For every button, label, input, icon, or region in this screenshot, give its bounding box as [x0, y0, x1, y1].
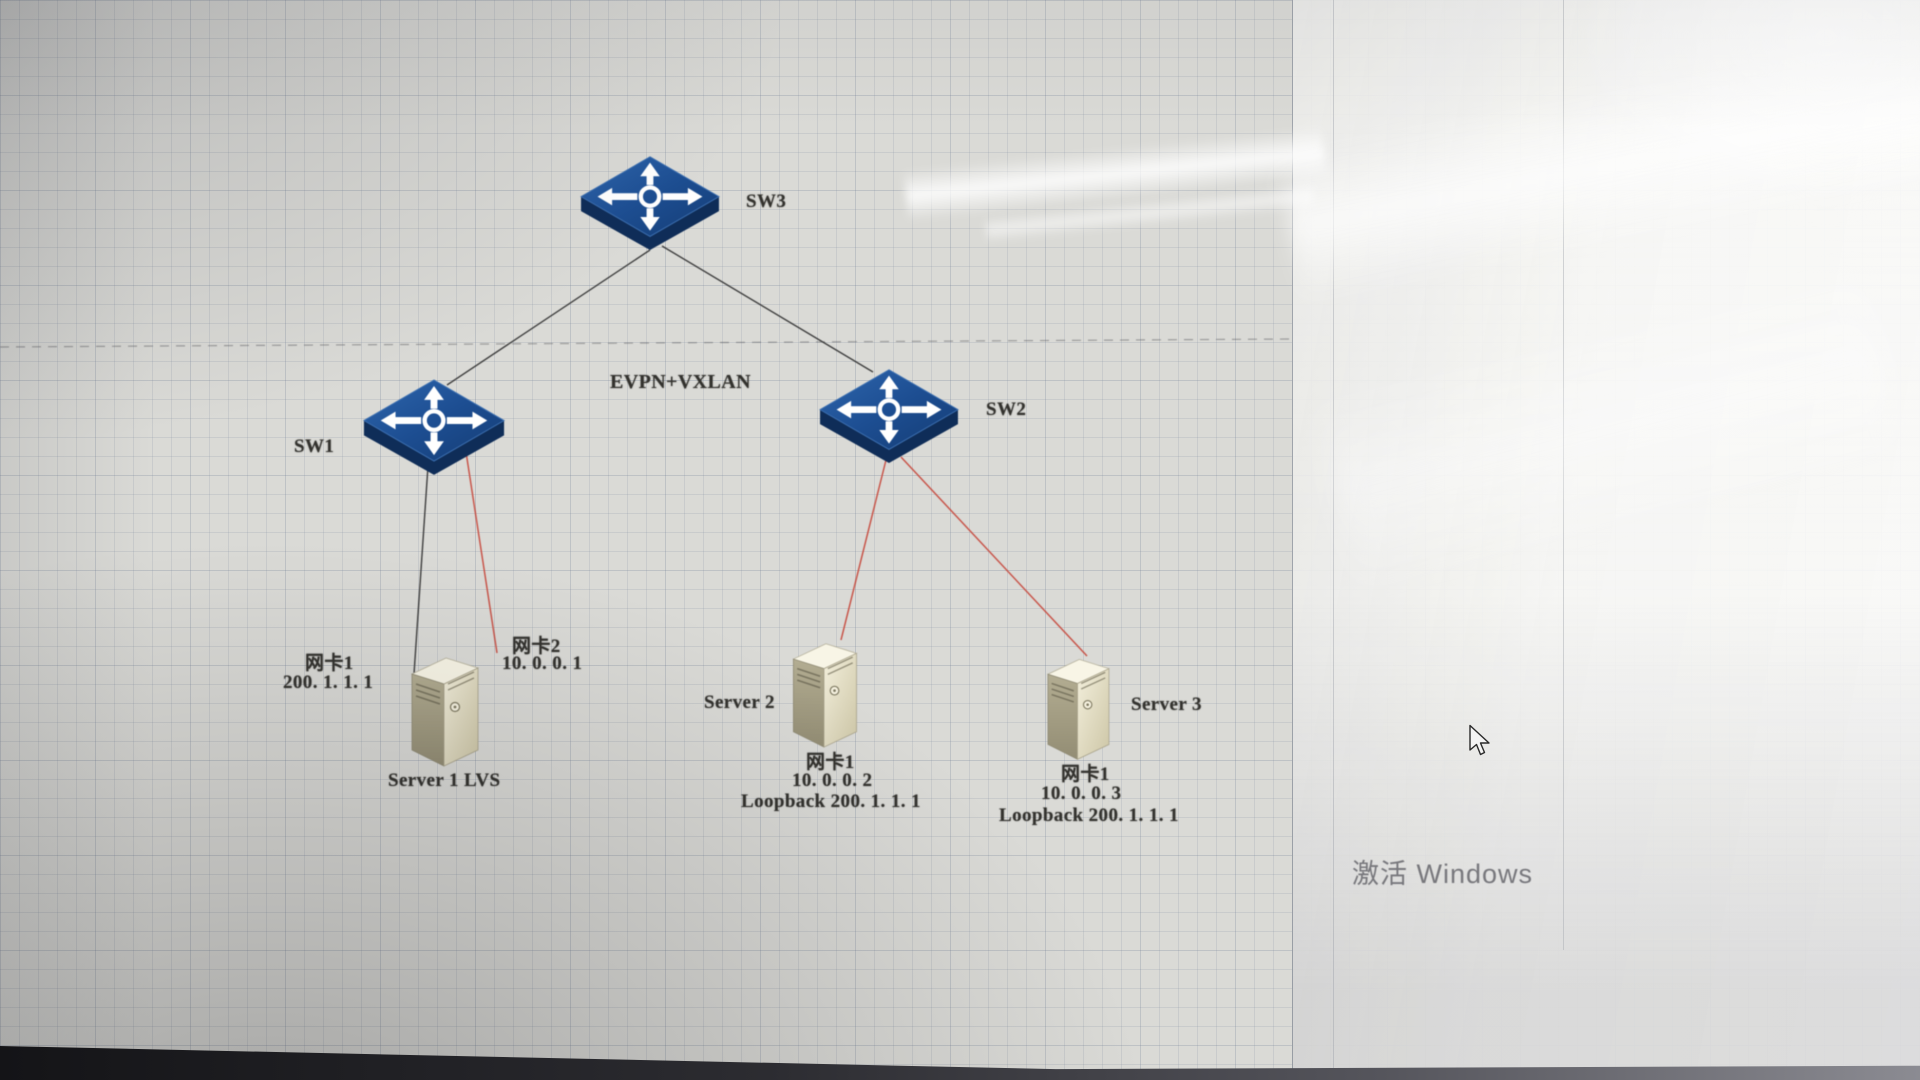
- link-sw1-server1-nic1[interactable]: [413, 465, 429, 675]
- page-edge-line: [1333, 0, 1334, 1080]
- server1-nic2-label: 网卡2: [512, 636, 561, 657]
- page-boundary-dashed-line: [0, 338, 1291, 348]
- server1-shape tower-server-icon[interactable]: [398, 650, 490, 770]
- server2-nic-label: 网卡1: [806, 752, 855, 773]
- server3-loopback-label: Loopback 200. 1. 1. 1: [999, 805, 1179, 826]
- activate-windows-watermark: 激活 Windows: [1352, 859, 1534, 889]
- sw2-label: SW2: [986, 399, 1027, 420]
- server3-nic-ip: 10. 0. 0. 3: [1041, 783, 1122, 804]
- link-sw3-sw1[interactable]: [446, 249, 651, 386]
- server1-nic2-ip: 10. 0. 0. 1: [502, 653, 583, 674]
- mouse-cursor-icon: [1469, 724, 1490, 756]
- fabric-label: EVPN+VXLAN: [610, 371, 751, 393]
- switch-sw2 layer3-switch-icon[interactable]: [816, 363, 962, 464]
- switch-sw3 layer3-switch-icon[interactable]: [577, 150, 723, 251]
- server3-nic-label: 网卡1: [1061, 764, 1110, 785]
- link-sw2-server2[interactable]: [840, 459, 887, 641]
- window-edge-line: [1563, 0, 1564, 951]
- server2-nic-ip: 10. 0. 0. 2: [792, 770, 873, 791]
- link-sw3-sw2[interactable]: [661, 245, 874, 373]
- link-sw1-server1-nic2[interactable]: [465, 451, 498, 654]
- server1-name-label: Server 1 LVS: [388, 770, 501, 791]
- server3-shape tower-server-icon[interactable]: [1035, 652, 1120, 763]
- server2-name-label: Server 2: [704, 692, 775, 713]
- off-page-area: [1292, 0, 1920, 1080]
- sw3-label: SW3: [746, 191, 787, 212]
- switch-sw1 layer3-switch-icon[interactable]: [360, 373, 508, 476]
- server2-shape tower-server-icon[interactable]: [780, 636, 868, 751]
- server2-loopback-label: Loopback 200. 1. 1. 1: [741, 791, 921, 812]
- sw1-label: SW1: [294, 436, 335, 457]
- server3-name-label: Server 3: [1131, 694, 1202, 715]
- link-sw2-server3[interactable]: [900, 456, 1088, 657]
- server1-nic1-label: 网卡1: [305, 653, 354, 674]
- server1-nic1-ip: 200. 1. 1. 1: [283, 672, 374, 693]
